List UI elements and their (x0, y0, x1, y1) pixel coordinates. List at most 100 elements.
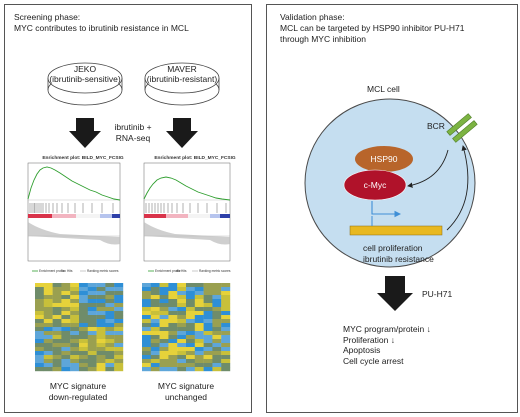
heatmap-cell (159, 311, 169, 316)
heatmap-cell (186, 335, 195, 340)
heatmap-cell (35, 307, 44, 312)
gsea-title-right: Enrichment plot: BILD_MYC_FCSIG (154, 156, 236, 161)
heatmap-cell (212, 339, 222, 344)
heatmap-cell (52, 331, 62, 336)
outcome-item: MYC program/protein ↓ (343, 324, 431, 334)
heatmap-cell (168, 287, 178, 292)
heatmap-cell (35, 303, 44, 308)
heatmap-cell (35, 339, 44, 344)
heatmap-cell (194, 363, 204, 368)
heatmap-cell (70, 359, 80, 364)
heatmap-cell (70, 295, 80, 300)
heatmap-cell (105, 347, 115, 352)
heatmap-cell (43, 327, 53, 332)
heatmap-cell (96, 291, 106, 296)
heatmap-cell (150, 291, 160, 296)
heatmap-cell (221, 343, 231, 348)
heatmap-cell (61, 295, 71, 300)
heatmap-cell (35, 331, 44, 336)
heatmap-cell (79, 355, 88, 360)
heatmap-cell (114, 347, 124, 352)
heatmap-cell (43, 359, 53, 364)
jeko-sub: (ibrutinib-sensitive) (49, 74, 121, 84)
heatmap-cell (203, 295, 213, 300)
heatmap-cell (221, 303, 231, 308)
heatmap-cell (186, 319, 195, 324)
heatmap-cell (96, 363, 106, 368)
heatmap-cell (150, 283, 160, 288)
treatment-line1: ibrutinib + (114, 122, 152, 132)
heatmap-cell (212, 335, 222, 340)
heatmap-cell (159, 351, 169, 356)
heatmap-cell (70, 355, 80, 360)
heatmap-cell (186, 367, 195, 372)
heatmap-cell (114, 307, 124, 312)
down-arrow-right (166, 118, 198, 148)
heatmap-cell (35, 359, 44, 364)
heatmap-cell (87, 299, 97, 304)
heatmap-cell (177, 359, 187, 364)
heatmap-cell (43, 335, 53, 340)
heatmap-cell (70, 339, 80, 344)
heatmap-cell (221, 335, 231, 340)
heatmap-cell (87, 367, 97, 372)
heatmap-cell (35, 363, 44, 368)
heatmap-cell (105, 367, 115, 372)
heatmap-cell (212, 359, 222, 364)
heatmap-cell (168, 323, 178, 328)
heatmap-cell (70, 331, 80, 336)
heatmap-cell (168, 291, 178, 296)
heatmap-cell (203, 331, 213, 336)
hsp90-label: HSP90 (370, 154, 398, 164)
heatmap-cell (35, 335, 44, 340)
heatmap-cell (61, 319, 71, 324)
heatmap-cell (35, 323, 44, 328)
heatmap-cell (79, 307, 88, 312)
heatmap-cell (212, 311, 222, 316)
heatmap-cell (35, 295, 44, 300)
heatmap-cell (114, 299, 124, 304)
phenotype-line1: cell proliferation (363, 243, 423, 253)
heatmap-cell (52, 339, 62, 344)
heatmap-cell (221, 319, 231, 324)
heatmap-cell (203, 351, 213, 356)
heatmap-cell (212, 303, 222, 308)
heatmap-cell (142, 331, 151, 336)
heatmap-cell (186, 299, 195, 304)
maver-sub: (ibrutinib-resistant) (146, 74, 218, 84)
heatmap-cell (203, 323, 213, 328)
heatmap-cell (79, 283, 88, 288)
heatmap-cell (79, 347, 88, 352)
heatmap-cell (203, 291, 213, 296)
heatmap-cell (168, 359, 178, 364)
heatmap-cell (105, 303, 115, 308)
heatmap-cell (221, 323, 231, 328)
heatmap-cell (52, 315, 62, 320)
heatmap-cell (159, 327, 169, 332)
heatmap-cell (43, 351, 53, 356)
heatmap-cell (203, 283, 213, 288)
heatmap-cell (177, 299, 187, 304)
heatmap-cell (159, 295, 169, 300)
screening-heading-line2: MYC contributes to ibrutinib resistance … (14, 23, 189, 33)
heatmap-cell (114, 367, 124, 372)
heatmap-cell (70, 351, 80, 356)
heatmap-cell (194, 307, 204, 312)
validation-heading-line3: through MYC inhibition (280, 34, 366, 44)
heatmap-cell (79, 287, 88, 292)
heatmap-cell (87, 351, 97, 356)
screening-heading-line1: Screening phase: (14, 12, 81, 22)
heatmap-cell (168, 343, 178, 348)
heatmap-cell (212, 283, 222, 288)
heatmap-cell (114, 295, 124, 300)
heatmap-cell (186, 355, 195, 360)
heatmap-cell (194, 311, 204, 316)
heatmap-cell (61, 363, 71, 368)
heatmap-cell (142, 287, 151, 292)
heatmap-cell (105, 291, 115, 296)
gsea-legend-ranking-left: Ranking metric scores (87, 269, 119, 273)
